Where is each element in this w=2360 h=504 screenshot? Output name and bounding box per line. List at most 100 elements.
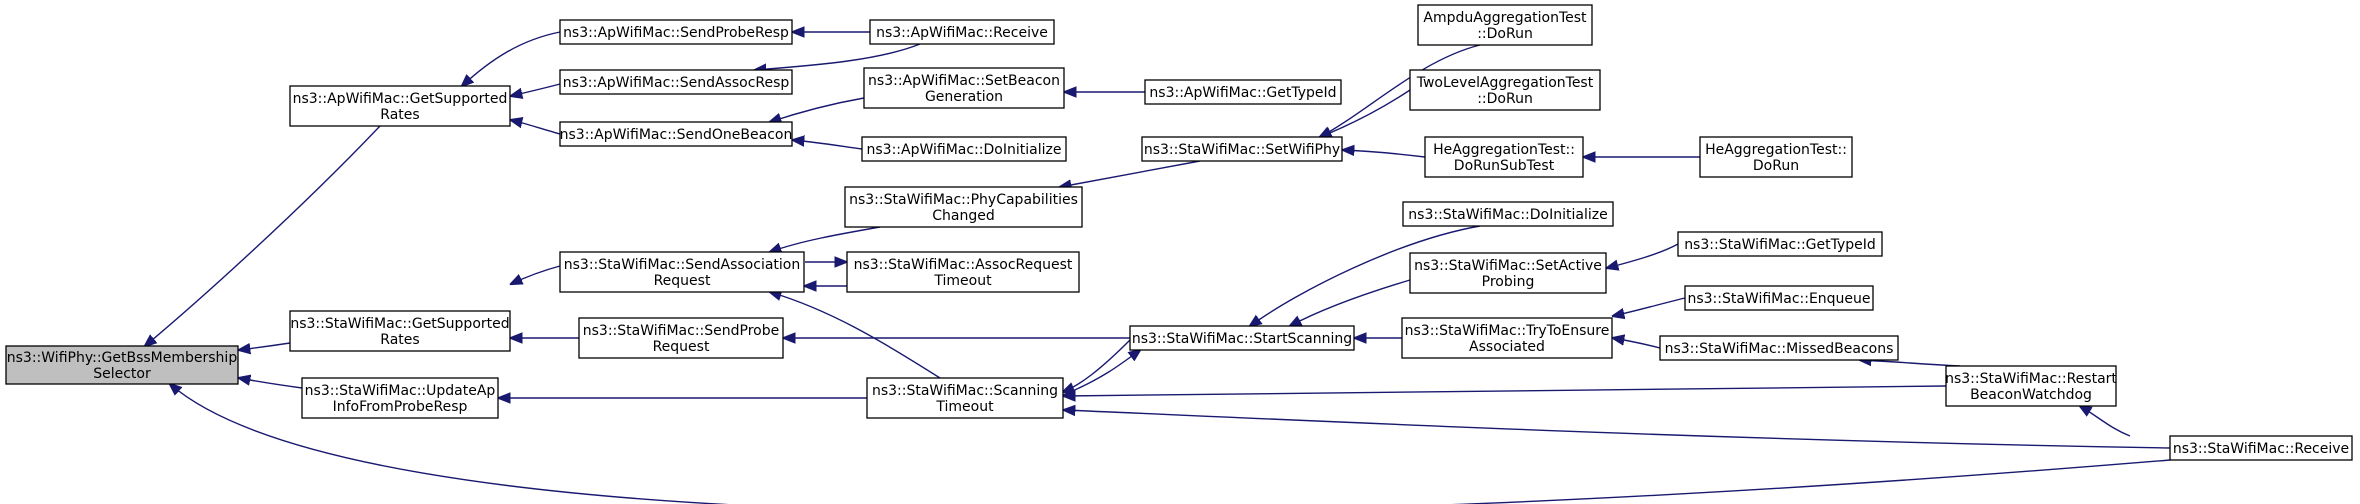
node-label: DoRun [1753, 158, 1799, 174]
edge-sta_sap-to-sta_ss [1290, 279, 1411, 326]
node-label: ns3::ApWifiMac::GetTypeId [1149, 85, 1336, 101]
node-label: HeAggregationTest:: [1433, 142, 1575, 158]
node-box [1144, 79, 1342, 105]
edge-sta_swp-to-sta_pcc [1060, 160, 1201, 187]
node-label: Request [654, 273, 711, 289]
node-label: ns3::StaWifiMac::SendProbe [583, 323, 779, 339]
node-label: AmpduAggregationTest [1423, 10, 1587, 26]
node-box [1129, 325, 1355, 351]
edge-ap_sar-to-ap_gsr [511, 83, 561, 96]
node-label: HeAggregationTest:: [1705, 142, 1847, 158]
node-label: Generation [925, 89, 1003, 105]
edge-he_sub-to-sta_swp [1343, 150, 1426, 158]
node-box [1659, 335, 1899, 361]
node-label: Changed [932, 208, 995, 224]
node-label: Rates [380, 332, 419, 348]
edge-sta_recv-to-root [170, 384, 2171, 504]
graph-node-ap-doi[interactable]: ns3::ApWifiMac::DoInitialize [861, 136, 1067, 162]
node-box [1424, 136, 1584, 178]
node-box [861, 136, 1067, 162]
node-box [289, 310, 511, 352]
node-box [1409, 252, 1607, 294]
node-label: ns3::StaWifiMac::SetActive [1414, 258, 1602, 274]
node-label: ns3::StaWifiMac::GetTypeId [1684, 237, 1876, 253]
graph-node-ap-recv[interactable]: ns3::ApWifiMac::Receive [869, 19, 1055, 45]
edge-sta_rbw-to-sta_mb [1860, 360, 1961, 367]
graph-node-sta-doi[interactable]: ns3::StaWifiMac::DoInitialize [1402, 201, 1614, 227]
edge-sta_gti-to-sta_sap [1607, 243, 1679, 268]
node-label: ns3::StaWifiMac::Enqueue [1687, 291, 1870, 307]
graph-node-sta-swp[interactable]: ns3::StaWifiMac::SetWifiPhy [1141, 136, 1343, 162]
graph-node-he-run[interactable]: HeAggregationTest::DoRun [1699, 136, 1853, 178]
node-box [1699, 136, 1853, 178]
node-label: ::DoRun [1477, 91, 1533, 107]
graph-node-ap-sar[interactable]: ns3::ApWifiMac::SendAssocResp [559, 69, 793, 95]
edge-ap_spr-to-ap_gsr [462, 31, 561, 86]
graph-node-sta-ss[interactable]: ns3::StaWifiMac::StartScanning [1129, 325, 1355, 351]
edge-sta_st-to-sta_sar [770, 292, 941, 379]
node-box [2169, 435, 2353, 461]
edge-sta_mb-to-sta_tta [1613, 338, 1661, 349]
edge-sta_gsr-to-root [239, 342, 291, 350]
node-label: ns3::StaWifiMac::DoInitialize [1408, 207, 1607, 223]
edge-sta_recv-to-sta_st [1064, 410, 2171, 449]
edge-sta_pcc-to-sta_sar [770, 226, 881, 252]
node-box [578, 317, 784, 359]
node-box [559, 69, 793, 95]
node-box [1409, 69, 1601, 111]
node-box [559, 121, 793, 147]
node-box [869, 19, 1055, 45]
graph-node-sta-gti[interactable]: ns3::StaWifiMac::GetTypeId [1677, 231, 1883, 257]
node-box [844, 186, 1083, 228]
node-label: BeaconWatchdog [1970, 387, 2092, 403]
edge-sta_rbw-to-sta_st [1064, 385, 1947, 396]
nodes-layer: ns3::WifiPhy::GetBssMembershipSelectorns… [5, 4, 2353, 461]
edge-ap_sob-to-ap_gsr [511, 120, 561, 135]
edge-sta_ss-to-sta_st [1063, 339, 1131, 392]
node-label: Probing [1482, 274, 1535, 290]
edge-ampdu-to-sta_swp [1320, 44, 1481, 137]
graph-node-sta-mb[interactable]: ns3::StaWifiMac::MissedBeacons [1659, 335, 1899, 361]
edge-ap_doi-to-ap_sob [793, 140, 863, 150]
node-label: ns3::StaWifiMac::GetSupported [290, 316, 509, 332]
node-label: ns3::ApWifiMac::SendOneBeacon [560, 127, 793, 143]
edge-sta_doi-to-sta_ss [1250, 225, 1481, 326]
node-label: ns3::StaWifiMac::SetWifiPhy [1144, 142, 1340, 158]
node-box [846, 251, 1080, 293]
node-label: ns3::ApWifiMac::DoInitialize [867, 142, 1062, 158]
node-label: ns3::ApWifiMac::Receive [876, 25, 1048, 41]
node-label: TwoLevelAggregationTest [1416, 75, 1594, 91]
graph-node-he-sub[interactable]: HeAggregationTest::DoRunSubTest [1424, 136, 1584, 178]
graph-node-sta-uap[interactable]: ns3::StaWifiMac::UpdateApInfoFromProbeRe… [301, 377, 499, 419]
node-label: ns3::StaWifiMac::Receive [2173, 441, 2349, 457]
edge-ap_gsr-to-root [145, 125, 381, 346]
graph-node-ampdu[interactable]: AmpduAggregationTest::DoRun [1417, 4, 1593, 46]
node-box [1417, 4, 1593, 46]
graph-node-ap-sob[interactable]: ns3::ApWifiMac::SendOneBeacon [559, 121, 793, 147]
graph-node-twolevel[interactable]: TwoLevelAggregationTest::DoRun [1409, 69, 1601, 111]
node-label: ns3::StaWifiMac::TryToEnsure [1405, 323, 1610, 339]
node-label: ns3::ApWifiMac::GetSupported [293, 91, 508, 107]
graph-node-sta-recv[interactable]: ns3::StaWifiMac::Receive [2169, 435, 2353, 461]
node-label: ns3::StaWifiMac::AssocRequest [854, 257, 1073, 273]
node-box [559, 251, 805, 293]
graph-node-sta-enq[interactable]: ns3::StaWifiMac::Enqueue [1684, 285, 1874, 311]
graph-node-ap-spr[interactable]: ns3::ApWifiMac::SendProbeResp [559, 19, 793, 45]
graph-node-ap-gti[interactable]: ns3::ApWifiMac::GetTypeId [1144, 79, 1342, 105]
node-label: ns3::StaWifiMac::Scanning [872, 383, 1058, 399]
node-box [1945, 365, 2117, 407]
node-box [1141, 136, 1343, 162]
